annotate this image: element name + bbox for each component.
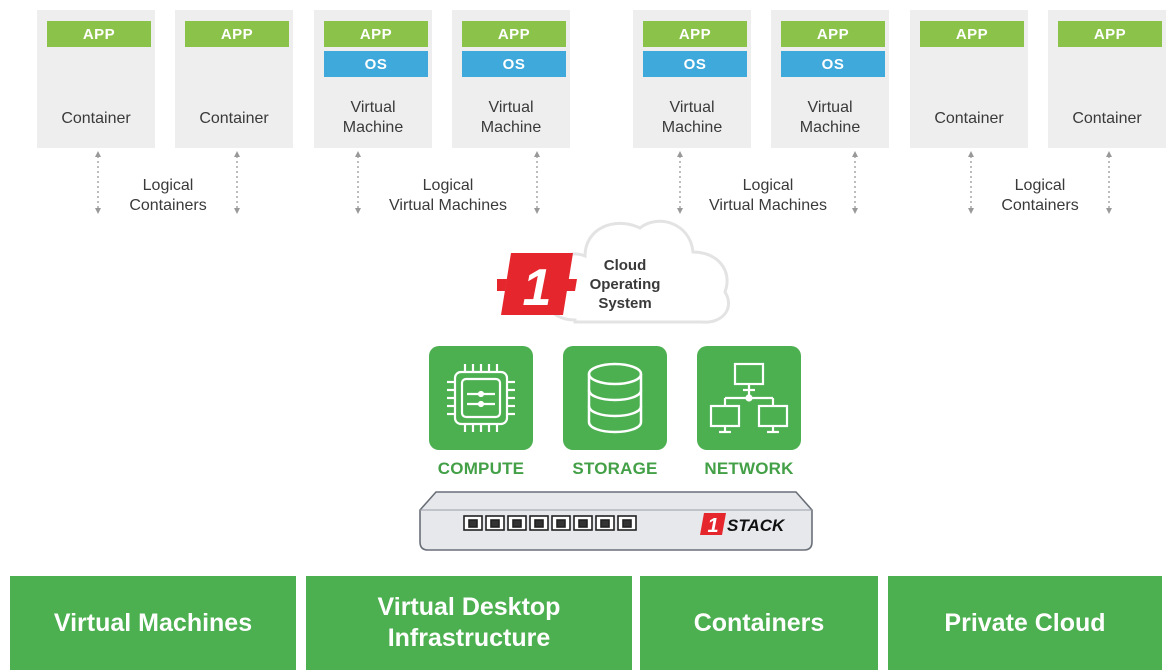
app-layer: APP [462,21,566,47]
card-label: Virtual Machine [342,99,404,136]
network-label: NETWORK [704,459,794,478]
app-layer: APP [781,21,885,47]
os-layer: OS [462,51,566,77]
card-label: Container [1072,110,1142,127]
card-5: APP OS Virtual Machine [633,10,751,148]
app-layer: APP [920,21,1024,47]
dotted-arrow [851,150,859,215]
dotted-arrow [676,150,684,215]
group-label: Logical Containers [1001,177,1079,214]
app-layer: APP [47,21,151,47]
card-label: Container [61,110,131,127]
banner-containers: Containers [640,576,878,670]
network-tile [697,346,801,450]
group-label: Logical Virtual Machines [709,177,827,214]
os-layer: OS [324,51,428,77]
card-2: APP Container [175,10,293,148]
dotted-arrow [233,150,241,215]
group-label: Logical Containers [129,177,207,214]
logo-digit: 1 [523,259,552,317]
network-topology-icon [709,362,789,434]
card-4: APP OS Virtual Machine [452,10,570,148]
card-label: Virtual Machine [799,99,861,136]
1stack-appliance: 1 STACK [419,491,813,551]
storage-tile [563,346,667,450]
card-8: APP Container [1048,10,1166,148]
app-layer: APP [185,21,289,47]
dotted-arrow [967,150,975,215]
os-layer: OS [781,51,885,77]
brand-digit: 1 [707,515,718,537]
card-label: Virtual Machine [661,99,723,136]
brand-text: STACK [727,516,786,535]
card-1: APP Container [37,10,155,148]
dotted-arrow [533,150,541,215]
cpu-chip-icon [447,364,515,432]
card-label: Container [199,110,269,127]
ethernet-port-icon [463,515,637,531]
group-label: Logical Virtual Machines [389,177,507,214]
card-7: APP Container [910,10,1028,148]
banner-vdi: Virtual Desktop Infrastructure [306,576,632,670]
dotted-arrow [1105,150,1113,215]
os-layer: OS [643,51,747,77]
1stack-brand-mark: 1 STACK [700,513,786,537]
cloud-os-label: Cloud Operating System [589,257,661,312]
banner-private-cloud: Private Cloud [888,576,1162,670]
dotted-arrow [354,150,362,215]
card-label: Container [934,110,1004,127]
database-icon [587,362,643,434]
app-layer: APP [324,21,428,47]
compute-label: COMPUTE [437,459,525,478]
card-3: APP OS Virtual Machine [314,10,432,148]
1stack-logo: 1 [497,253,577,317]
compute-tile [429,346,533,450]
storage-label: STORAGE [572,459,658,478]
app-layer: APP [1058,21,1162,47]
card-label: Virtual Machine [480,99,542,136]
banner-virtual-machines: Virtual Machines [10,576,296,670]
dotted-arrow [94,150,102,215]
app-layer: APP [643,21,747,47]
card-6: APP OS Virtual Machine [771,10,889,148]
